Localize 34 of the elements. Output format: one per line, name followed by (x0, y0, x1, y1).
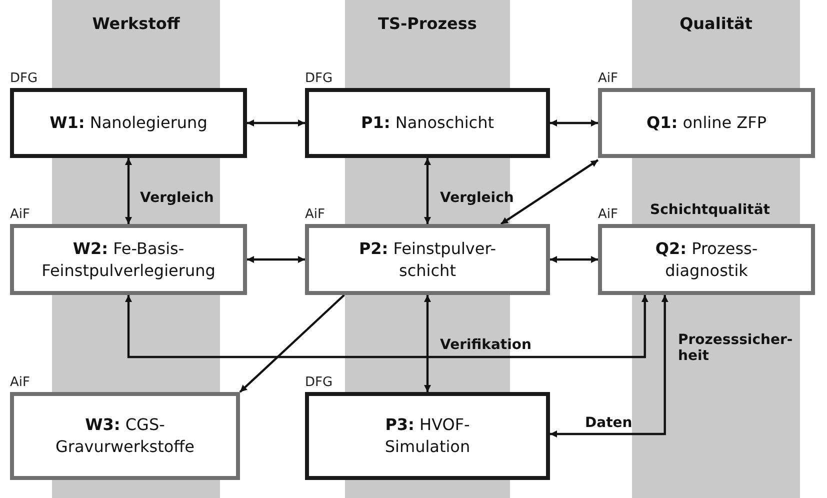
project-title: P1: Nanoschicht (361, 112, 494, 134)
arrow (247, 120, 305, 126)
arrow (247, 256, 305, 263)
edge-label: Vergleich (140, 190, 214, 206)
project-title: W3: CGS- Gravurwerkstoffe (54, 414, 196, 458)
arrow (125, 158, 132, 224)
project-title: P2: Feinstpulver- schicht (358, 238, 498, 282)
project-title: W2: Fe-Basis- Feinstpulverlegierung (40, 238, 216, 282)
edge-label: Daten (585, 415, 632, 431)
column-heading: Qualität (678, 14, 754, 33)
project-title: W1: Nanolegierung (50, 112, 208, 134)
funding-tag: DFG (10, 71, 38, 86)
arrow (424, 158, 431, 224)
arrow (424, 295, 431, 392)
column-heading: TS-Prozess (377, 14, 478, 33)
funding-tag: AiF (10, 207, 30, 222)
arrow (500, 159, 599, 225)
funding-tag: AiF (10, 375, 30, 390)
arrow (550, 120, 598, 126)
project-title: P3: HVOF- Simulation (384, 414, 472, 458)
arrow (125, 295, 648, 358)
arrow (550, 295, 668, 438)
funding-tag: DFG (305, 71, 333, 86)
funding-tag: AiF (598, 207, 618, 222)
funding-tag: AiF (305, 207, 325, 222)
edge-label: Vergleich (440, 190, 514, 206)
project-title: Q2: Prozess- diagnostik (654, 238, 759, 282)
arrow (550, 256, 598, 263)
column-heading: Werkstoff (91, 14, 181, 33)
funding-tag: DFG (305, 375, 333, 390)
funding-tag: AiF (598, 71, 618, 86)
project-title: Q1: online ZFP (646, 112, 766, 134)
side-note: Prozesssicher- heit (678, 332, 794, 364)
edge-label: Verifikation (440, 337, 532, 353)
